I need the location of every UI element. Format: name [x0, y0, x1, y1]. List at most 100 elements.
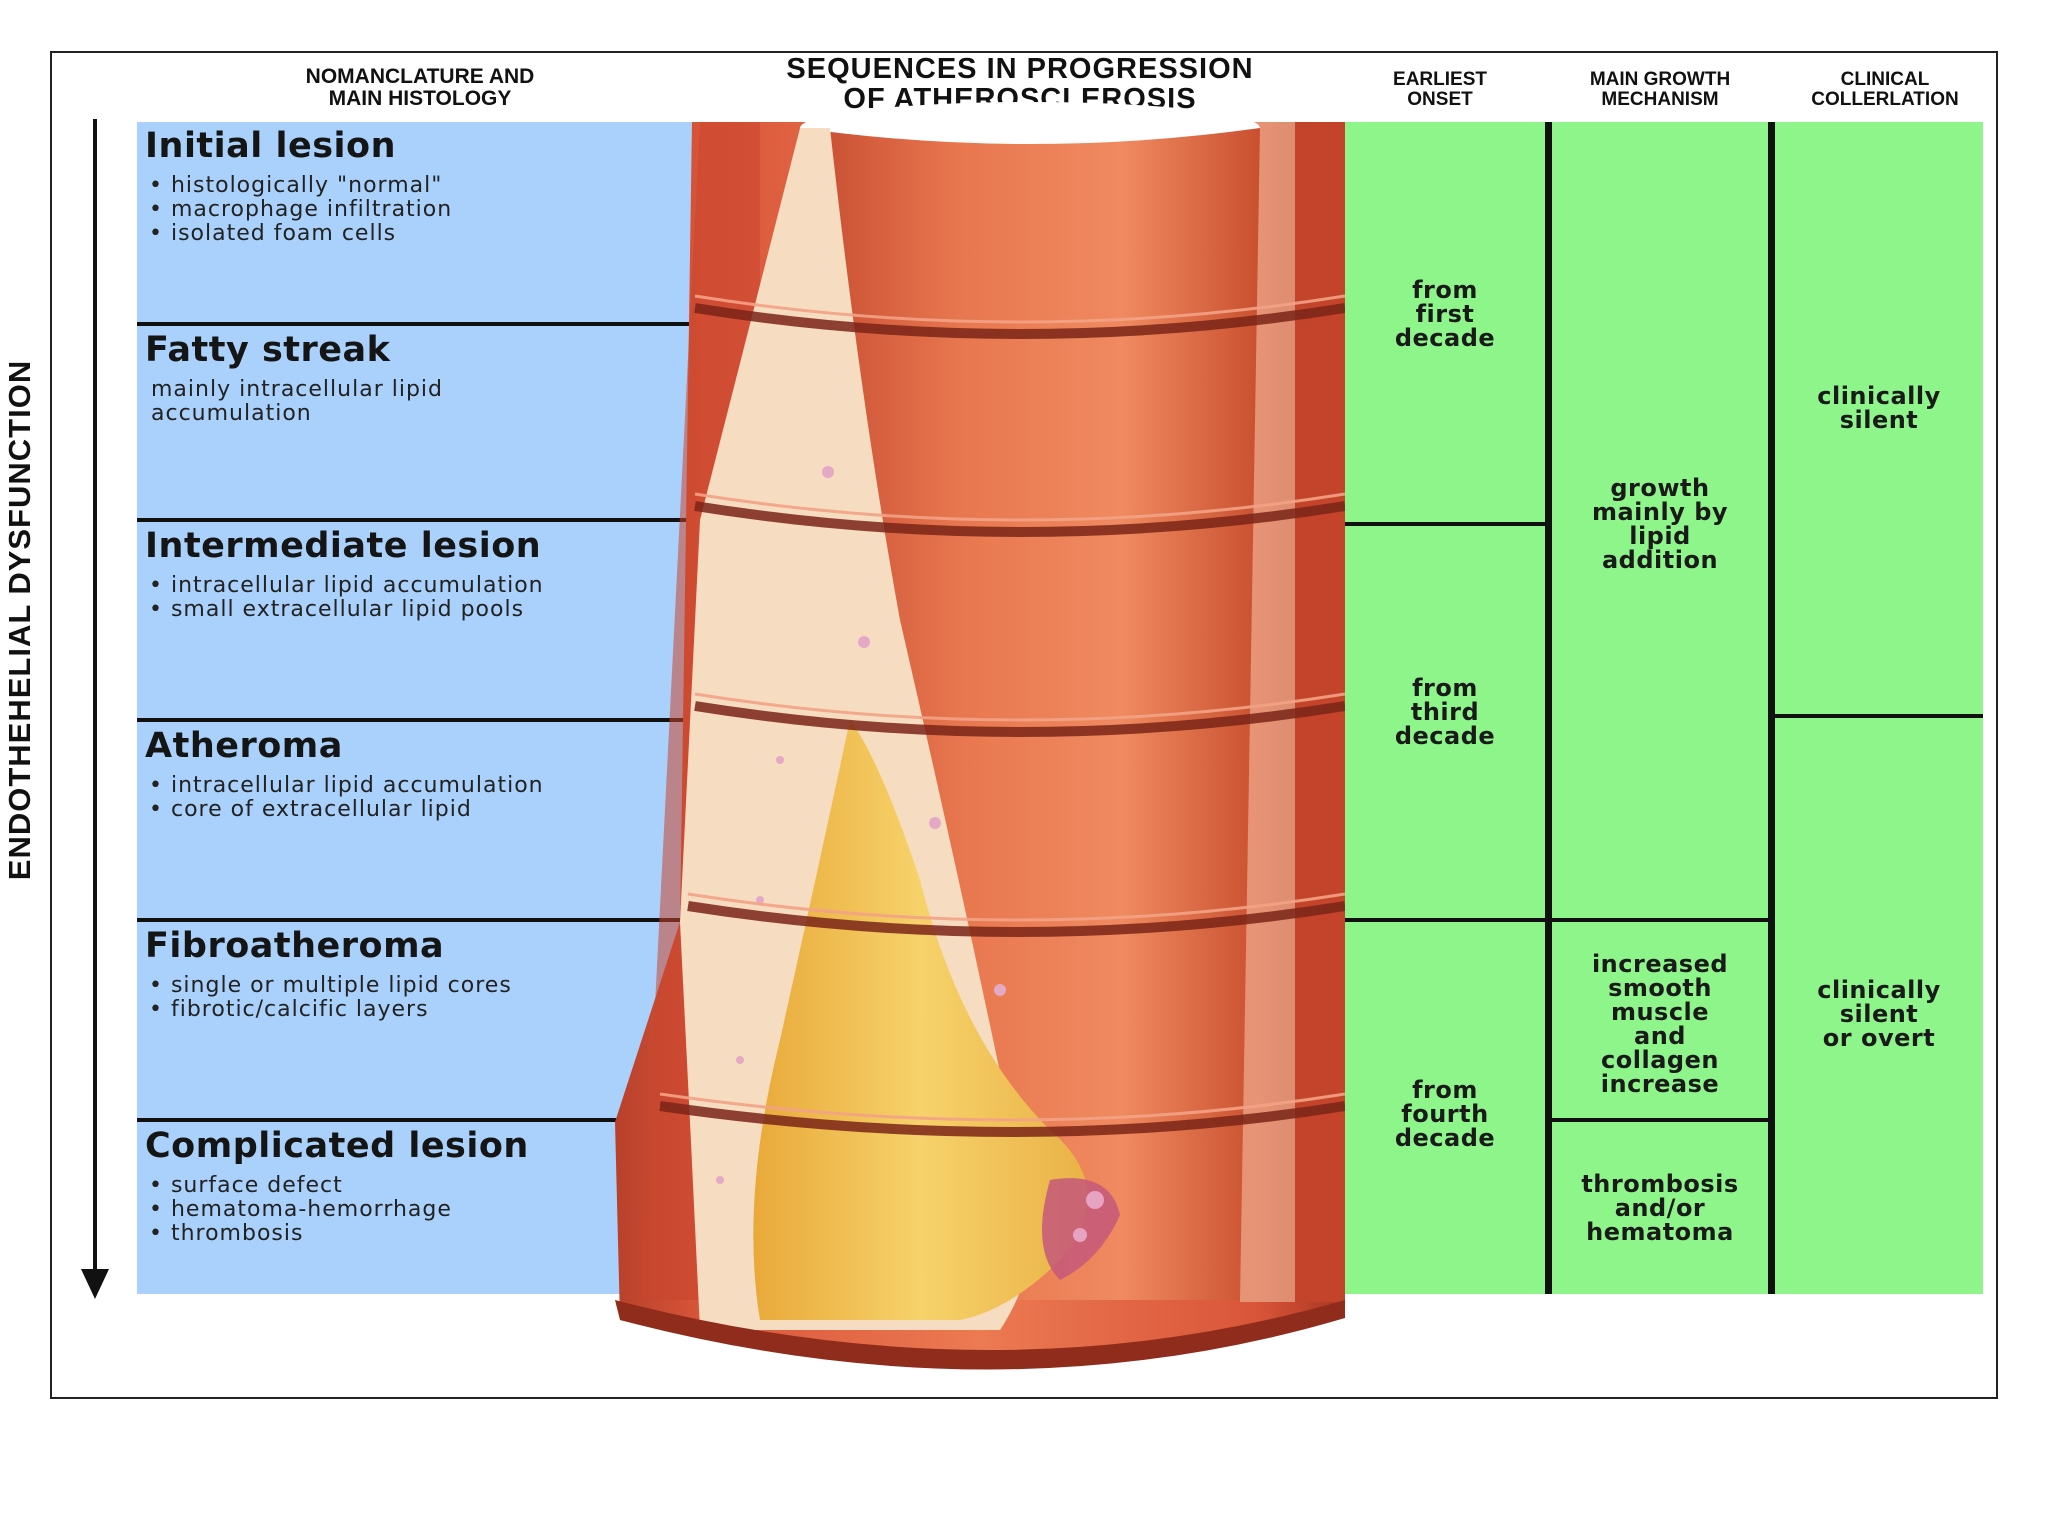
header-growth-line1: MAIN GROWTH	[1589, 69, 1731, 90]
clinical-line: silent	[1839, 406, 1919, 434]
lesion-items: • intracellular lipid accumulation • cor…	[149, 774, 544, 822]
onset-line: decade	[1394, 1124, 1496, 1152]
clinical-text: clinically silent or overt	[1775, 978, 1983, 1050]
lipid-core	[753, 720, 1088, 1320]
onset-line: decade	[1394, 324, 1496, 352]
divider	[1345, 522, 1545, 526]
header-clinical: CLINICAL COLLERLATION	[1770, 70, 2000, 110]
column-divider	[1768, 122, 1775, 1294]
growth-line: and	[1634, 1022, 1686, 1050]
growth-cell-thrombosis: thrombosis and/or hematoma	[1552, 1122, 1768, 1294]
onset-text: from fourth decade	[1345, 1078, 1545, 1150]
growth-line: muscle	[1610, 998, 1710, 1026]
lesion-panel-initial: Initial lesion • histologically "normal"…	[137, 122, 697, 326]
clinical-line: silent	[1839, 1000, 1919, 1028]
lesion-title: Intermediate lesion	[145, 526, 542, 566]
header-growth: MAIN GROWTH MECHANISM	[1540, 70, 1780, 110]
growth-cell-lipid: growth mainly by lipid addition	[1552, 122, 1768, 918]
growth-line: increase	[1600, 1070, 1720, 1098]
lesion-items: • histologically "normal" • macrophage i…	[149, 174, 452, 246]
lesion-items: • intracellular lipid accumulation • sma…	[149, 574, 544, 622]
artery-bottom-rim	[615, 1300, 1345, 1370]
header-growth-line2: MECHANISM	[1601, 88, 1719, 110]
header-onset: EARLIEST ONSET	[1350, 70, 1530, 110]
onset-line: fourth	[1401, 1100, 1489, 1128]
clinical-line: clinically	[1817, 382, 1941, 410]
growth-text: thrombosis and/or hematoma	[1552, 1172, 1768, 1244]
lesion-item: accumulation	[151, 401, 312, 426]
divider	[1775, 714, 1983, 718]
lesion-panel-fibroatheroma: Fibroatheroma • single or multiple lipid…	[137, 922, 697, 1122]
lesion-items: • single or multiple lipid cores • fibro…	[149, 974, 512, 1022]
arrow-down-icon	[81, 1269, 109, 1299]
onset-line: from	[1412, 674, 1478, 702]
growth-text: growth mainly by lipid addition	[1552, 476, 1768, 572]
onset-cell-fourth: from fourth decade	[1345, 922, 1545, 1294]
lesion-title: Fatty streak	[145, 330, 391, 370]
growth-line: increased	[1591, 950, 1729, 978]
onset-line: from	[1412, 1076, 1478, 1104]
lesion-item: • core of extracellular lipid	[149, 797, 472, 822]
growth-line: thrombosis	[1581, 1170, 1739, 1198]
thrombus-cell	[1073, 1228, 1087, 1242]
lesion-item: • macrophage infiltration	[149, 197, 453, 222]
clinical-cell-overt: clinically silent or overt	[1775, 718, 1983, 1294]
arrow-line	[93, 119, 97, 1279]
header-nomenclature-line2: MAIN HISTOLOGY	[328, 87, 512, 111]
lesion-item: mainly intracellular lipid	[151, 377, 443, 402]
growth-line: smooth	[1608, 974, 1712, 1002]
foam-cells	[716, 466, 1006, 1184]
onset-text: from first decade	[1345, 278, 1545, 350]
lesion-item: • histologically "normal"	[149, 173, 443, 198]
artery-ring-highlights	[659, 294, 1346, 1122]
clinical-cell-silent: clinically silent	[1775, 122, 1983, 714]
divider	[1345, 918, 1545, 922]
lesion-title: Complicated lesion	[145, 1126, 529, 1166]
lesion-panel-complicated: Complicated lesion • surface defect • he…	[137, 1122, 697, 1294]
lesion-item: • fibrotic/calcific layers	[149, 997, 429, 1022]
header-sequences-line1: SEQUENCES IN PROGRESSION	[786, 53, 1254, 85]
growth-line: mainly by	[1591, 498, 1729, 526]
onset-line: decade	[1394, 722, 1496, 750]
lesion-items: mainly intracellular lipid accumulation	[151, 378, 443, 426]
lesion-item: • hematoma-hemorrhage	[149, 1197, 452, 1222]
clinical-line: clinically	[1817, 976, 1941, 1004]
lesion-title: Atheroma	[145, 726, 343, 766]
lesion-item: • small extracellular lipid pools	[149, 597, 525, 622]
growth-line: addition	[1601, 546, 1719, 574]
lesion-title: Initial lesion	[145, 126, 396, 166]
endothelial-dysfunction-arrow	[75, 119, 115, 1299]
header-onset-line2: ONSET	[1407, 88, 1473, 110]
column-divider	[1545, 122, 1552, 1294]
lesion-item: • isolated foam cells	[149, 221, 397, 246]
onset-cell-first: from first decade	[1345, 122, 1545, 526]
growth-line: lipid	[1629, 522, 1691, 550]
lesion-item: • single or multiple lipid cores	[149, 973, 512, 998]
divider	[1552, 1118, 1768, 1122]
growth-text: increased smooth muscle and collagen inc…	[1552, 952, 1768, 1096]
lesion-item: • surface defect	[149, 1173, 343, 1198]
lesion-panel-atheroma: Atheroma • intracellular lipid accumulat…	[137, 722, 697, 922]
onset-line: first	[1415, 300, 1475, 328]
divider	[1552, 918, 1768, 922]
header-nomenclature: NOMANCLATURE AND MAIN HISTOLOGY	[240, 65, 600, 111]
thrombus-cell	[1086, 1191, 1104, 1209]
lesion-items: • surface defect • hematoma-hemorrhage •…	[149, 1174, 452, 1246]
header-nomenclature-line1: NOMANCLATURE AND	[305, 65, 535, 88]
growth-line: hematoma	[1586, 1218, 1734, 1246]
onset-line: third	[1410, 698, 1480, 726]
lesion-panel-fatty-streak: Fatty streak mainly intracellular lipid …	[137, 326, 697, 522]
header-clinical-line2: COLLERLATION	[1811, 88, 1959, 110]
lesion-panel-intermediate: Intermediate lesion • intracellular lipi…	[137, 522, 697, 722]
lesion-title: Fibroatheroma	[145, 926, 445, 966]
growth-line: collagen	[1601, 1046, 1719, 1074]
growth-cell-smooth-muscle: increased smooth muscle and collagen inc…	[1552, 922, 1768, 1118]
artery-rings	[659, 303, 1346, 1137]
onset-line: from	[1412, 276, 1478, 304]
clinical-text: clinically silent	[1775, 384, 1983, 432]
lesion-item: • thrombosis	[149, 1221, 304, 1246]
header-clinical-line1: CLINICAL	[1840, 69, 1930, 90]
growth-line: growth	[1610, 474, 1710, 502]
growth-line: and/or	[1614, 1194, 1706, 1222]
